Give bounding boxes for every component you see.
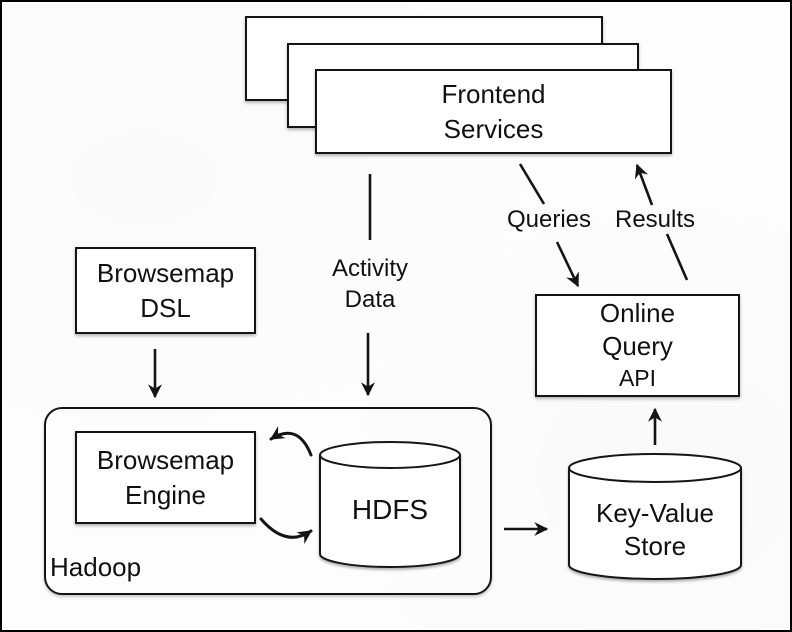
- frontend-services-label-line2: Services: [443, 113, 544, 144]
- hadoop-container: Hadoop: [44, 407, 492, 595]
- activity-data-label-line1: Activity: [331, 255, 408, 282]
- browsemap-dsl-box: Browsemap DSL: [75, 247, 256, 334]
- hdfs-cylinder: [319, 441, 461, 568]
- key-value-store-label: Key-Value Store: [575, 497, 735, 563]
- online-query-api-label-line3: API: [618, 365, 657, 391]
- arrow-queries-lower: [555, 241, 580, 288]
- arrow-results-lower: [665, 233, 689, 281]
- key-value-store-cylinder: [568, 453, 742, 580]
- frontend-services-label-line1: Frontend: [441, 78, 546, 109]
- browsemap-dsl-label-line2: DSL: [140, 292, 191, 323]
- activity-data-label-line2: Data: [344, 286, 396, 313]
- results-label: Results: [614, 206, 696, 233]
- browsemap-dsl-label-line1: Browsemap: [96, 257, 235, 288]
- arrow-hdfs-to-engine: [269, 426, 313, 457]
- hdfs-label: HDFS: [351, 494, 429, 525]
- queries-label: Queries: [506, 206, 592, 233]
- browsemap-engine-label-line1: Browsemap: [96, 444, 235, 475]
- online-query-api-box: Online Query API: [535, 294, 740, 397]
- arrow-engine-to-hdfs: [259, 517, 313, 545]
- online-query-api-label-line2: Query: [602, 331, 673, 361]
- arrow-results-upper: [634, 163, 654, 206]
- arrow-queries-upper: [518, 163, 546, 205]
- activity-data-label: Activity Data: [290, 253, 450, 315]
- key-value-store-label-line2: Store: [623, 531, 687, 561]
- browsemap-engine-box: Browsemap Engine: [75, 431, 256, 524]
- frontend-services-box: Frontend Services: [315, 69, 672, 154]
- browsemap-engine-label-line2: Engine: [125, 479, 206, 510]
- hadoop-label: Hadoop: [50, 552, 142, 582]
- key-value-store-label-line1: Key-Value: [595, 498, 715, 528]
- online-query-api-label-line1: Online: [599, 298, 676, 328]
